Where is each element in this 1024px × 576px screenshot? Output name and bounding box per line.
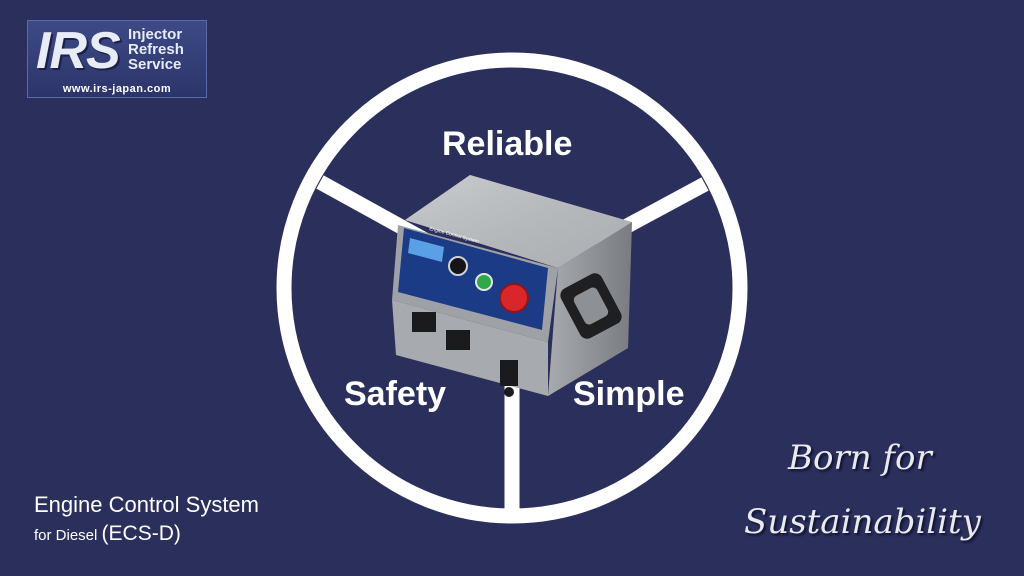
logo-url: www.irs-japan.com	[62, 83, 172, 95]
logo-line-1: Injector	[128, 26, 183, 43]
device-illustration	[392, 175, 632, 397]
wheel-label-safety: Safety	[344, 375, 447, 413]
caption-prefix: for Diesel	[34, 527, 102, 544]
logo-mark: IRS	[36, 22, 121, 80]
logo-line-2: Refresh	[128, 41, 184, 58]
tagline-line-2: Sustainability	[744, 502, 981, 542]
product-caption: Engine Control System for Diesel (ECS-D)	[34, 490, 259, 550]
wheel-rim	[276, 52, 748, 524]
device-connector-2	[446, 330, 470, 350]
power-button-icon	[475, 273, 493, 291]
logo-words: Injector Refresh Service	[128, 27, 206, 72]
emergency-stop-icon	[499, 283, 529, 313]
device-connector-1	[412, 312, 436, 332]
rotary-knob-icon	[448, 256, 468, 276]
caption-subtitle: for Diesel (ECS-D)	[34, 520, 259, 550]
logo-line-3: Service	[128, 56, 182, 73]
caption-title: Engine Control System	[34, 492, 259, 517]
device-lcd	[408, 238, 444, 262]
wheel-label-reliable: Reliable	[442, 125, 573, 163]
caption-code: (ECS-D)	[101, 522, 181, 545]
device-connector-3	[500, 360, 518, 386]
tagline-line-1: Born for	[788, 438, 932, 478]
wheel-label-simple: Simple	[573, 375, 685, 413]
irs-logo: IRS Injector Refresh Service www.irs-jap…	[27, 20, 207, 98]
